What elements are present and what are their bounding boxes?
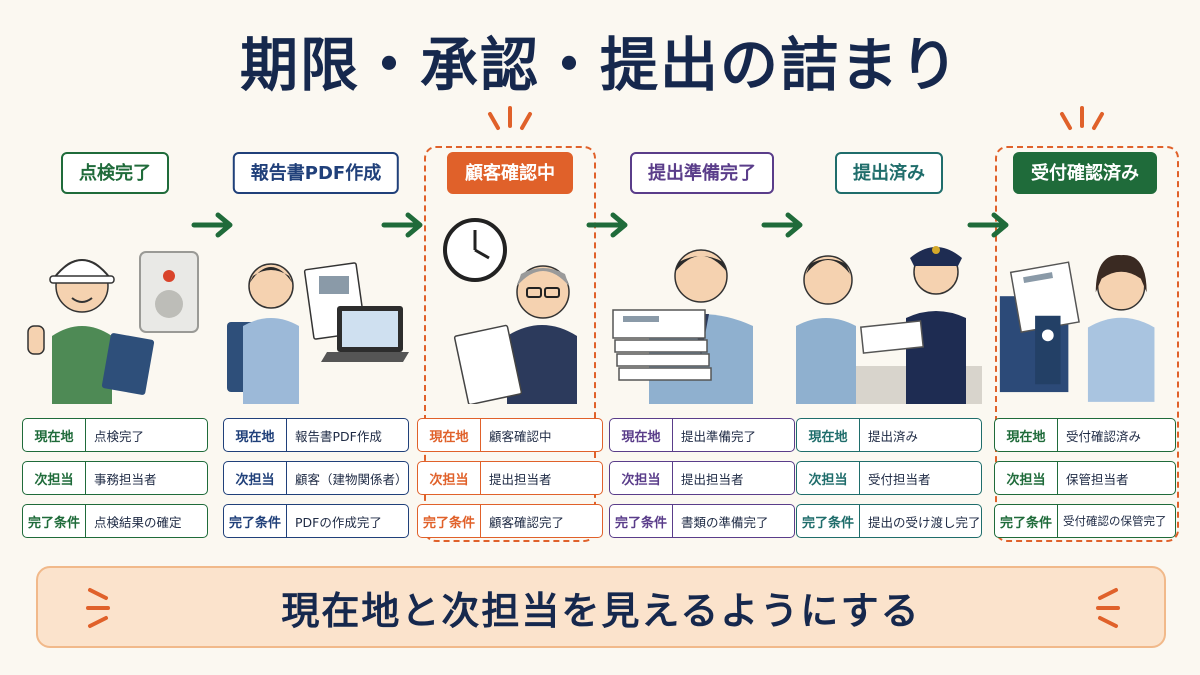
- row-value: 書類の準備完了: [681, 514, 769, 530]
- stage-label: 点検完了: [61, 152, 169, 194]
- stage-receipt-confirmed: 受付確認済み 現在地 受付確認済み 次担当 保管担当者 完了条件 受付確認の保管…: [994, 146, 1176, 546]
- highlight-frame-stage-3: [424, 146, 596, 542]
- arrow-right-icon: [191, 212, 233, 238]
- row-location: 現在地 提出準備完了: [609, 418, 795, 452]
- row-value: 事務担当者: [94, 471, 157, 487]
- attention-burst-icon: [1060, 106, 1104, 130]
- row-next: 次担当 保管担当者: [994, 461, 1176, 495]
- row-condition: 完了条件 顧客確認完了: [417, 504, 603, 538]
- worker-icon: [27, 251, 199, 404]
- row-next: 次担当 受付担当者: [796, 461, 982, 495]
- footer-message: 現在地と次担当を見えるようにする: [281, 588, 921, 633]
- row-value: PDFの作成完了: [295, 514, 382, 530]
- row-key: 現在地: [418, 419, 481, 451]
- row-value: 提出担当者: [681, 471, 744, 487]
- row-location: 現在地 点検完了: [22, 418, 208, 452]
- row-condition: 完了条件 受付確認の保管完了: [994, 504, 1176, 538]
- row-key: 次担当: [797, 462, 860, 494]
- stage-label: 顧客確認中: [447, 152, 573, 194]
- clock-icon: [443, 218, 577, 404]
- row-key: 次担当: [23, 462, 86, 494]
- row-value: 報告書PDF作成: [295, 428, 382, 444]
- row-value: 提出済み: [868, 428, 919, 444]
- binder-icon: [999, 255, 1155, 402]
- row-key: 完了条件: [418, 505, 481, 537]
- row-key: 現在地: [23, 419, 86, 451]
- stage-inspection-complete: 点検完了 現在地 点検完了 次担当 事務担当者 完了条件 点検結果の確定: [22, 146, 208, 546]
- row-key: 現在地: [224, 419, 287, 451]
- stage-label: 提出準備完了: [630, 152, 774, 194]
- row-value: 顧客確認完了: [489, 514, 565, 530]
- stage-submission-ready: 提出準備完了 現在地 提出準備完了 次担当 提出担当者 完了条件 書類の準備完了: [609, 146, 795, 546]
- row-key: 完了条件: [224, 505, 287, 537]
- stage-customer-review: 顧客確認中 現在地 顧客確認中 次担当 提出担当者 完了条件 顧客確認完了: [417, 146, 603, 546]
- row-next: 次担当 提出担当者: [417, 461, 603, 495]
- attention-burst-icon: [488, 106, 532, 130]
- laptop-icon: [227, 262, 409, 404]
- footer-banner: 現在地と次担当を見えるようにする: [36, 566, 1166, 648]
- row-key: 現在地: [995, 419, 1058, 451]
- row-location: 現在地 報告書PDF作成: [223, 418, 409, 452]
- row-location: 現在地 提出済み: [796, 418, 982, 452]
- row-value: 受付担当者: [868, 471, 931, 487]
- stage-label: 報告書PDF作成: [232, 152, 400, 194]
- row-location: 現在地 受付確認済み: [994, 418, 1176, 452]
- arrow-right-icon: [761, 212, 803, 238]
- highlight-frame-stage-6: [995, 146, 1179, 542]
- stage-label: 提出済み: [835, 152, 943, 194]
- row-value: 保管担当者: [1066, 471, 1129, 487]
- arrow-right-icon: [967, 212, 1009, 238]
- row-value: 顧客（建物関係者）: [295, 471, 408, 487]
- stage-submitted: 提出済み 現在地 提出済み 次担当 受付担当者 完了条件 提出の受け渡し完了: [796, 146, 982, 546]
- arrow-right-icon: [381, 212, 423, 238]
- row-key: 完了条件: [797, 505, 860, 537]
- row-value: 点検完了: [94, 428, 145, 444]
- row-next: 次担当 提出担当者: [609, 461, 795, 495]
- spark-icon: [86, 588, 110, 628]
- row-value: 提出準備完了: [681, 428, 757, 444]
- stage-report-pdf: 報告書PDF作成 現在地 報告書PDF作成 次担当 顧客（建物関係者） 完了条件…: [223, 146, 409, 546]
- row-value: 提出の受け渡し完了: [868, 514, 981, 530]
- row-value: 受付確認の保管完了: [1063, 514, 1167, 528]
- row-location: 現在地 顧客確認中: [417, 418, 603, 452]
- row-key: 現在地: [797, 419, 860, 451]
- row-condition: 完了条件 提出の受け渡し完了: [796, 504, 982, 538]
- handover-icon: [796, 246, 982, 404]
- row-key: 完了条件: [995, 505, 1058, 537]
- row-value: 受付確認済み: [1066, 428, 1142, 444]
- stage-label: 受付確認済み: [1013, 152, 1157, 194]
- spark-icon: [1096, 588, 1120, 628]
- row-key: 次担当: [224, 462, 287, 494]
- row-next: 次担当 事務担当者: [22, 461, 208, 495]
- row-key: 現在地: [610, 419, 673, 451]
- page-title: 期限・承認・提出の詰まり: [239, 31, 960, 99]
- row-key: 次担当: [995, 462, 1058, 494]
- row-value: 点検結果の確定: [94, 514, 182, 530]
- row-key: 次担当: [610, 462, 673, 494]
- row-condition: 完了条件 書類の準備完了: [609, 504, 795, 538]
- row-next: 次担当 顧客（建物関係者）: [223, 461, 409, 495]
- row-key: 完了条件: [23, 505, 86, 537]
- row-value: 提出担当者: [489, 471, 552, 487]
- row-condition: 完了条件 PDFの作成完了: [223, 504, 409, 538]
- document-stack-icon: [612, 249, 753, 404]
- row-value: 顧客確認中: [489, 428, 552, 444]
- row-key: 完了条件: [610, 505, 673, 537]
- row-key: 次担当: [418, 462, 481, 494]
- arrow-right-icon: [586, 212, 628, 238]
- row-condition: 完了条件 点検結果の確定: [22, 504, 208, 538]
